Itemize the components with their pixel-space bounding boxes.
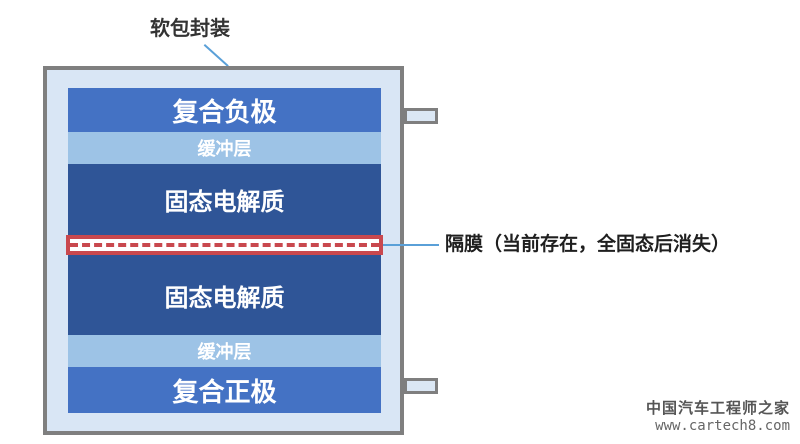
- separator-layer: [66, 235, 383, 255]
- negative-terminal-tab: [404, 108, 438, 124]
- negative-electrode-layer: 复合负极: [68, 88, 381, 132]
- buffer-layer-top: 缓冲层: [68, 132, 381, 164]
- buffer-layer-bottom: 缓冲层: [68, 335, 381, 367]
- electrolyte-layer-top-label: 固态电解质: [164, 188, 285, 216]
- separator-leader-line: [383, 244, 439, 246]
- negative-electrode-label: 复合负极: [172, 97, 277, 128]
- electrolyte-layer-bottom: 固态电解质: [68, 255, 381, 335]
- buffer-layer-top-label: 缓冲层: [197, 139, 252, 160]
- positive-electrode-label: 复合正极: [172, 377, 277, 408]
- watermark: 中国汽车工程师之家 www.cartech8.com: [646, 397, 790, 434]
- watermark-url: www.cartech8.com: [655, 418, 790, 434]
- electrolyte-layer-bottom-label: 固态电解质: [164, 283, 285, 312]
- separator-label: 隔膜（当前存在，全固态后消失）: [445, 233, 731, 255]
- packaging-label: 软包封装: [150, 16, 230, 40]
- packaging-leader-line: [203, 44, 229, 67]
- separator-dash-pattern: [70, 243, 379, 247]
- electrolyte-layer-top: 固态电解质: [68, 164, 381, 235]
- positive-terminal-tab: [404, 378, 438, 394]
- buffer-layer-bottom-label: 缓冲层: [197, 342, 252, 363]
- watermark-site-name: 中国汽车工程师之家: [645, 399, 790, 417]
- positive-electrode-layer: 复合正极: [68, 367, 381, 413]
